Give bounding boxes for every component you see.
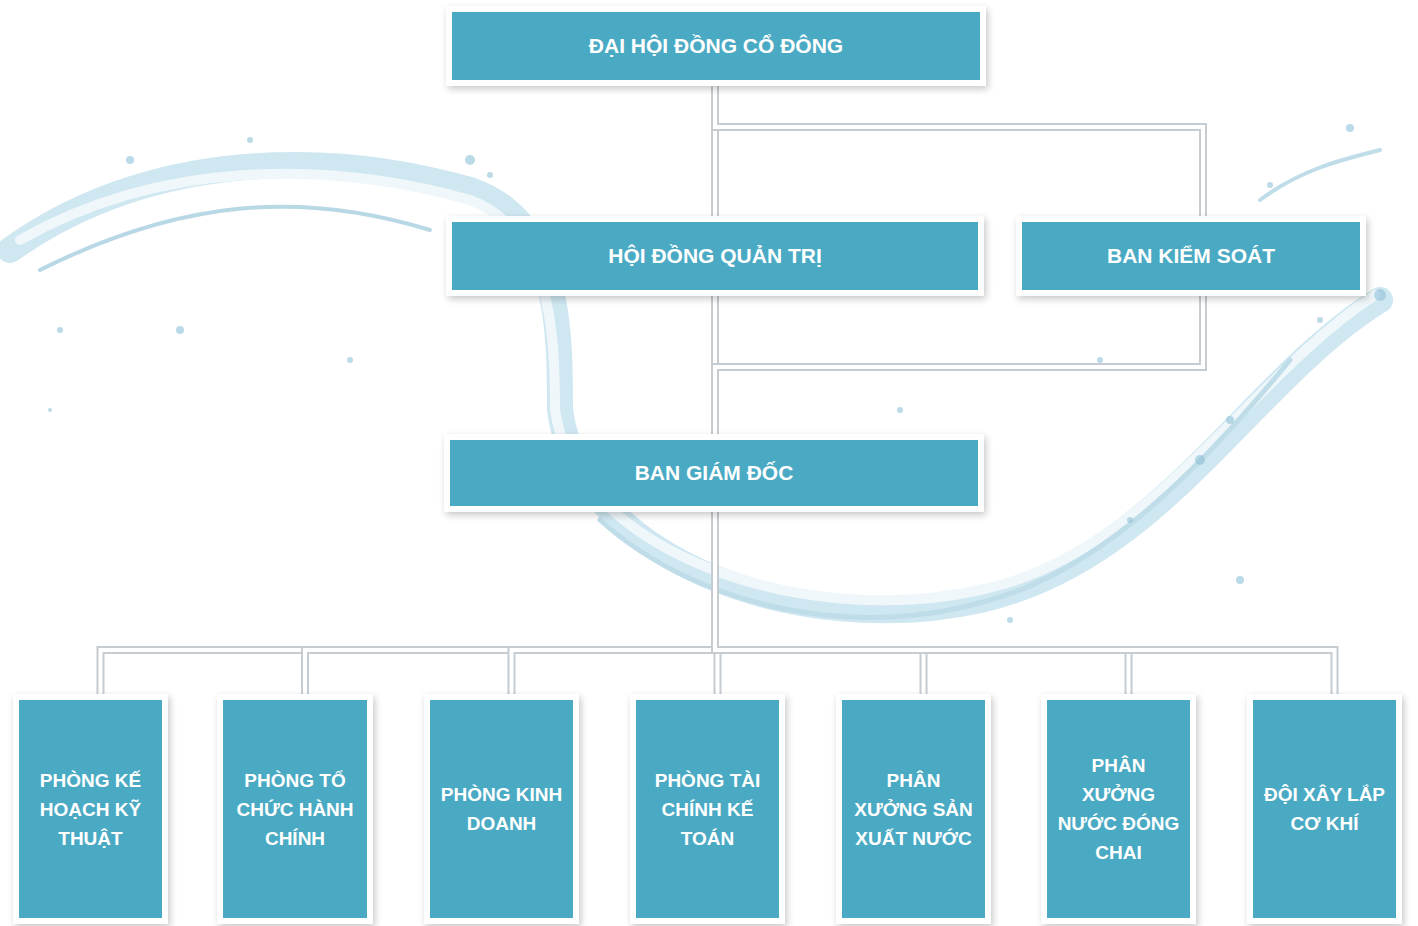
- box-label: PHÒNG KINH DOANH: [438, 780, 565, 838]
- connector-outline: [101, 506, 716, 700]
- connector-outline: [715, 80, 1203, 222]
- connector-line: [715, 506, 1129, 700]
- org-connector: [715, 80, 1203, 222]
- org-connector: [715, 506, 1335, 700]
- department-box: PHÒNG KINH DOANH: [430, 700, 573, 918]
- connector-line: [101, 506, 716, 700]
- org-connector: [305, 506, 715, 700]
- org-connector: [715, 506, 924, 700]
- department-box: PHÒNG TỔ CHỨC HÀNH CHÍNH: [223, 700, 367, 918]
- connector-outline: [715, 506, 1335, 700]
- department-box: PHÒNG KẾ HOẠCH KỸ THUẬT: [19, 700, 162, 918]
- org-connector: [715, 506, 1129, 700]
- box-label: PHÒNG KẾ HOẠCH KỸ THUẬT: [27, 766, 154, 853]
- connector-line: [715, 80, 1203, 222]
- shareholders-box: ĐẠI HỘI ĐỒNG CỔ ĐÔNG: [452, 12, 980, 80]
- box-label: PHÂN XƯỞNG NƯỚC ĐÓNG CHAI: [1055, 751, 1182, 867]
- connector-line: [715, 506, 1335, 700]
- connector-outline: [715, 290, 1203, 440]
- box-label: HỘI ĐỒNG QUẢN TRỊ: [608, 244, 822, 268]
- box-label: ĐỘI XÂY LẮP CƠ KHÍ: [1261, 780, 1388, 838]
- connector-outline: [715, 506, 1129, 700]
- connector-outline: [512, 506, 716, 700]
- connector-line: [715, 506, 924, 700]
- connector-line: [512, 506, 716, 700]
- department-box: ĐỘI XÂY LẮP CƠ KHÍ: [1253, 700, 1396, 918]
- box-label: BAN GIÁM ĐỐC: [635, 461, 794, 485]
- box-label: ĐẠI HỘI ĐỒNG CỔ ĐÔNG: [589, 34, 843, 58]
- department-box: PHÂN XƯỞNG NƯỚC ĐÓNG CHAI: [1047, 700, 1190, 918]
- board-box: HỘI ĐỒNG QUẢN TRỊ: [452, 222, 978, 290]
- box-label: PHÂN XƯỞNG SẢN XUẤT NƯỚC: [850, 766, 977, 853]
- connector-line: [715, 290, 1203, 440]
- connector-line: [305, 506, 715, 700]
- org-connector: [715, 290, 1203, 440]
- department-box: PHÂN XƯỞNG SẢN XUẤT NƯỚC: [842, 700, 985, 918]
- box-label: BAN KIỂM SOÁT: [1107, 244, 1275, 268]
- management-box: BAN GIÁM ĐỐC: [450, 440, 978, 506]
- org-connector: [512, 506, 716, 700]
- box-label: PHÒNG TÀI CHÍNH KẾ TOÁN: [644, 766, 771, 853]
- connector-outline: [715, 506, 924, 700]
- connector-outline: [305, 506, 715, 700]
- box-label: PHÒNG TỔ CHỨC HÀNH CHÍNH: [231, 766, 359, 853]
- department-box: PHÒNG TÀI CHÍNH KẾ TOÁN: [636, 700, 779, 918]
- org-connector: [101, 506, 716, 700]
- supervisory-box: BAN KIỂM SOÁT: [1022, 222, 1360, 290]
